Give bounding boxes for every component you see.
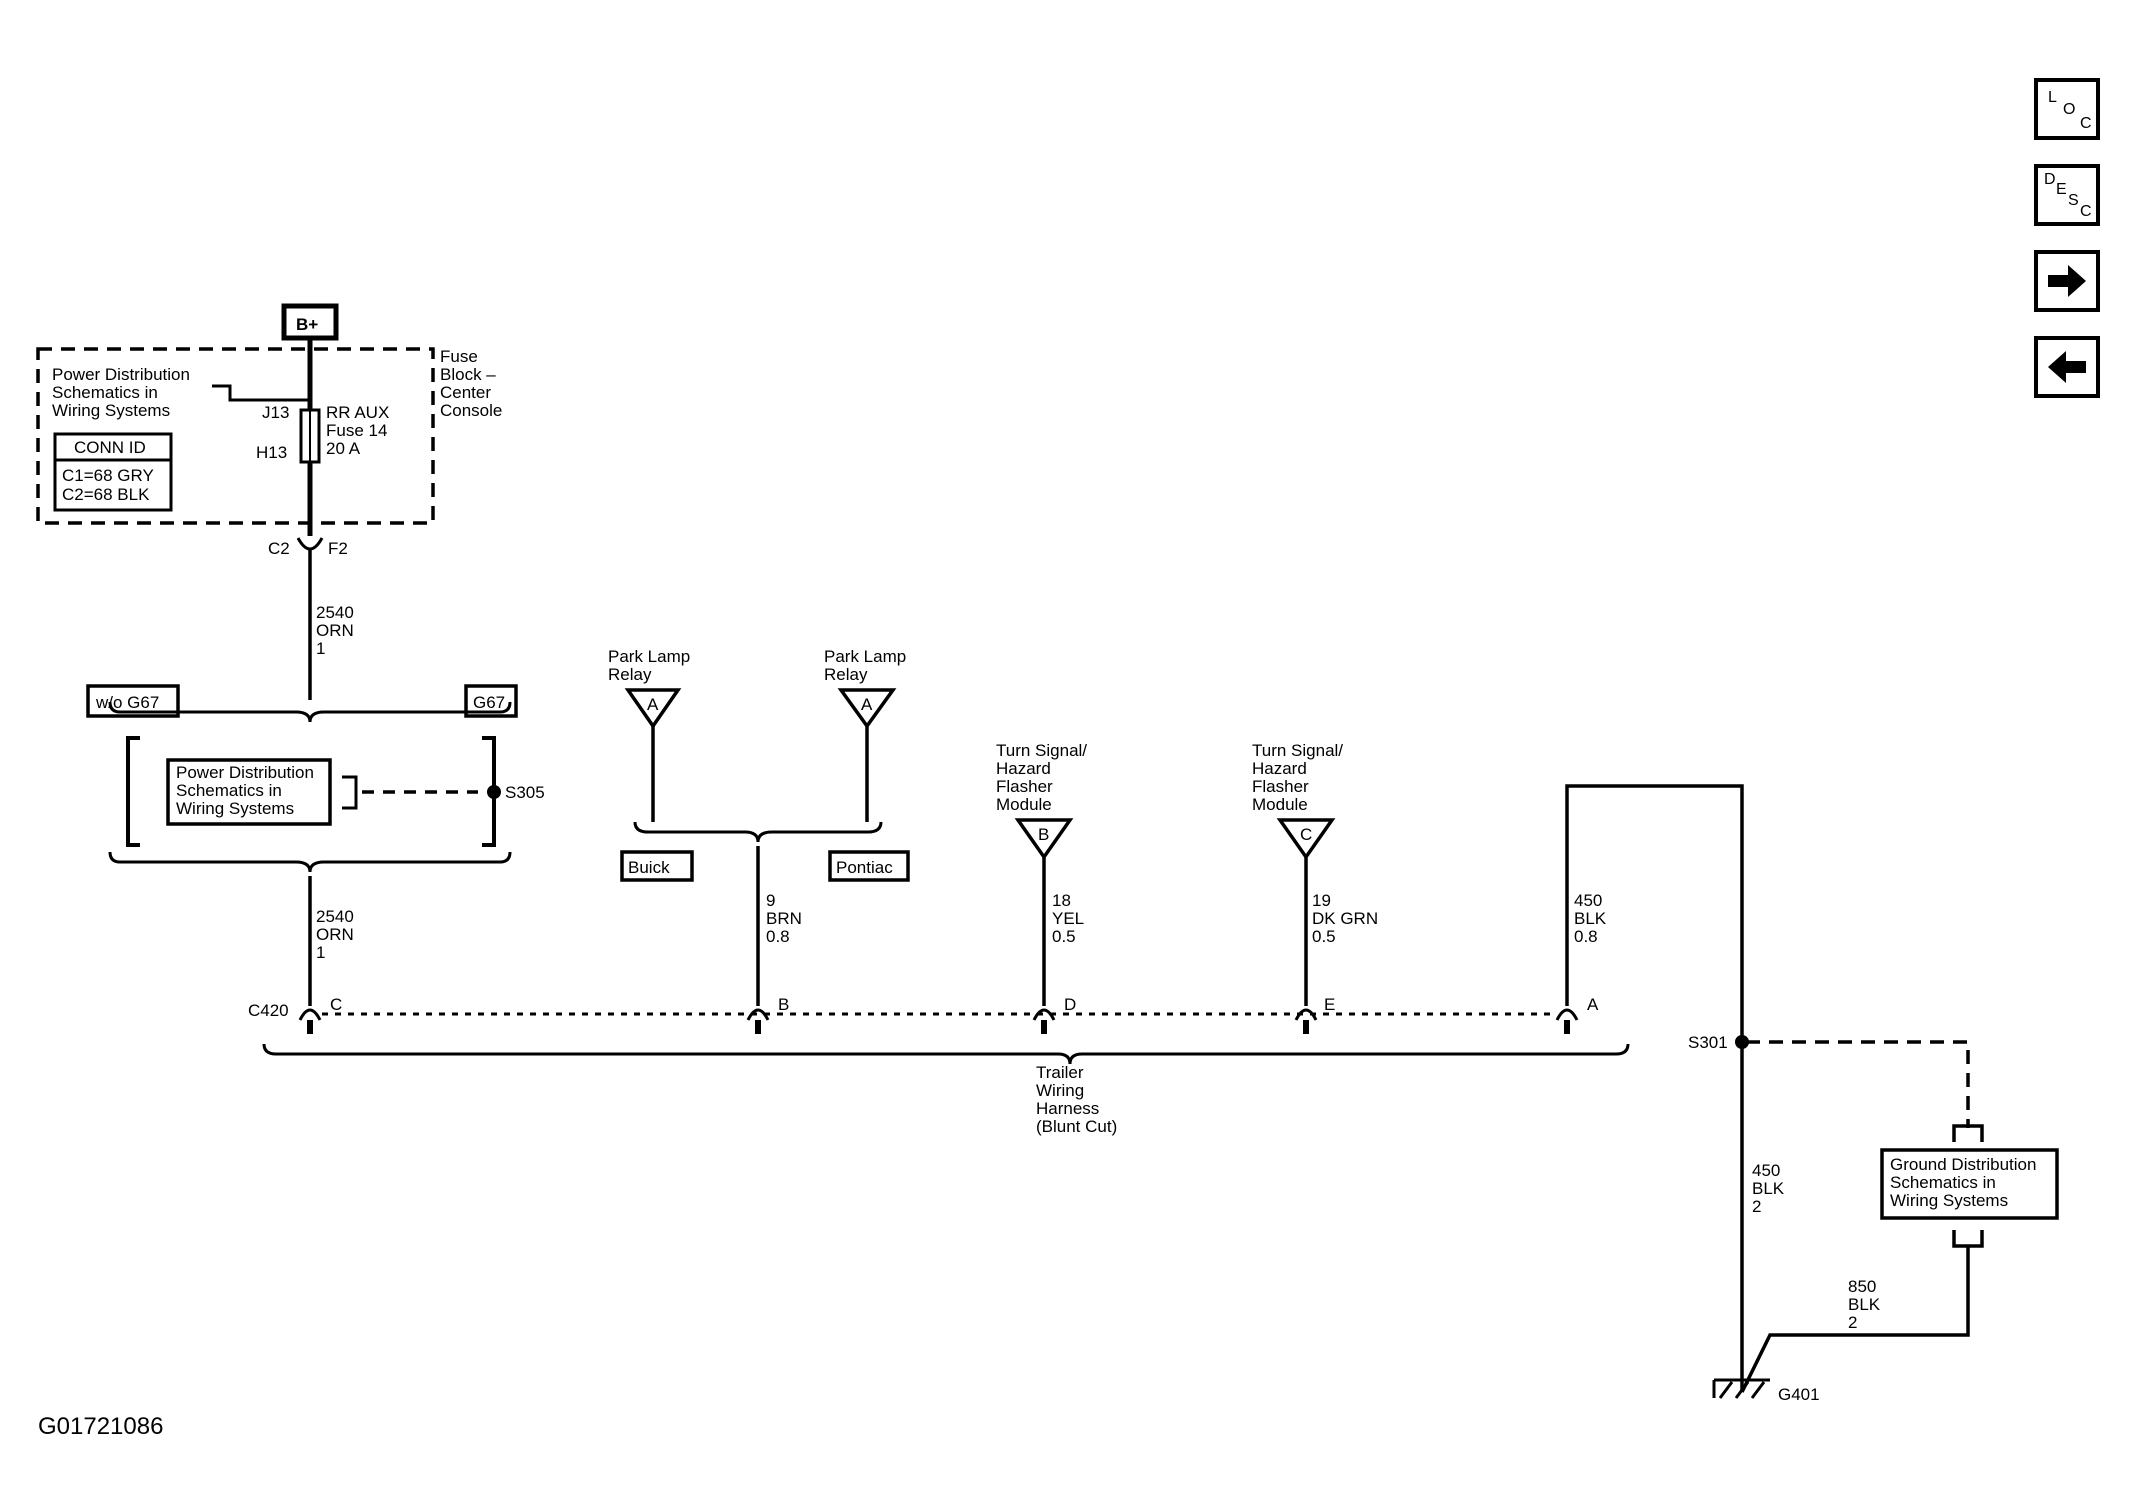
park-relay-left-name: Park Lamp Relay [608, 647, 695, 684]
wire-b-label: 9 BRN 0.8 [766, 891, 807, 946]
ground-symbol [1712, 1378, 1770, 1399]
connector-c2-pin: F2 [328, 539, 348, 558]
loc-letter-c: C [2080, 115, 2092, 132]
option-buick-label: Buick [628, 858, 670, 877]
prev-button[interactable] [2034, 336, 2100, 398]
harness-brace [262, 1043, 1630, 1065]
arrow-right-icon [2048, 265, 2086, 297]
option-bracket-top [108, 701, 512, 723]
power-source-label: B+ [296, 315, 318, 334]
fuse-pin-top: J13 [262, 403, 289, 422]
splice-s301-dot [1735, 1035, 1749, 1049]
harness-label: Trailer Wiring Harness (Blunt Cut) [1036, 1063, 1117, 1136]
ground-ref: Ground Distribution Schematics in Wiring… [1890, 1155, 2041, 1210]
turn-right-pin: C [1300, 825, 1312, 844]
wire-ground2-label: 850 BLK 2 [1848, 1277, 1885, 1332]
fuse-block-name: Fuse Block – Center Console [440, 347, 502, 420]
connector-c2-symbol [296, 537, 324, 551]
arrow-left-icon [2048, 351, 2086, 383]
fuse-label: RR AUX Fuse 14 20 A [326, 403, 394, 458]
c420-pin-e: E [1324, 995, 1335, 1014]
turn-right-name: Turn Signal/ Hazard Flasher Module [1252, 741, 1348, 814]
option-bracket-bottom [108, 851, 512, 873]
splice-s305-dot [487, 785, 501, 799]
loc-button[interactable]: L O C [2034, 78, 2100, 140]
connector-c420-pins [298, 1008, 1579, 1021]
park-relay-right-symbol [837, 688, 897, 729]
fuse-block-outline [36, 347, 435, 525]
park-relay-right-name: Park Lamp Relay [824, 647, 911, 684]
option-right-label: G67 [473, 693, 505, 712]
ground-dist-ref-box [1880, 1148, 2059, 1220]
connector-c420-name: C420 [248, 1001, 289, 1020]
wire-e-label: 19 DK GRN 0.5 [1312, 891, 1383, 946]
fuse-pin-bottom: H13 [256, 443, 287, 462]
ground-g401-label: G401 [1778, 1385, 1820, 1404]
splice-s301-label: S301 [1688, 1033, 1728, 1052]
c420-pin-a: A [1587, 995, 1599, 1014]
turn-signal-right-symbol [1276, 818, 1336, 861]
loc-letter-o: O [2063, 101, 2076, 118]
conn-id-list: C1=68 GRY C2=68 BLK [62, 466, 158, 504]
c420-pin-b: B [778, 995, 789, 1014]
desc-letter-d: D [2044, 171, 2056, 188]
wire-a-label: 450 BLK 0.8 [1574, 891, 1611, 946]
conn-id-box [53, 432, 173, 512]
wire-ground-label: 450 BLK 2 [1752, 1161, 1789, 1216]
loc-letter-l: L [2048, 89, 2057, 106]
park-relay-left-pin: A [647, 695, 659, 714]
desc-letter-s: S [2068, 192, 2079, 209]
desc-letter-e: E [2056, 181, 2067, 198]
park-relay-left-symbol [624, 688, 682, 730]
splice-s305-label: S305 [505, 783, 545, 802]
fuse-block-ref: Power Distribution Schematics in Wiring … [52, 365, 195, 420]
desc-button[interactable]: D E S C [2034, 164, 2100, 226]
power-dist-ref-box [166, 758, 332, 826]
wire-lower-label: 2540 ORN 1 [316, 907, 359, 962]
desc-letter-c: C [2080, 203, 2092, 220]
park-relay-right-pin: A [861, 695, 873, 714]
c420-pin-c: C [330, 995, 342, 1014]
wire-d-label: 18 YEL 0.5 [1052, 891, 1088, 946]
turn-signal-left-symbol [1014, 818, 1074, 861]
turn-left-name: Turn Signal/ Hazard Flasher Module [996, 741, 1092, 814]
option-pontiac-label: Pontiac [836, 858, 893, 877]
c420-pin-d: D [1064, 995, 1076, 1014]
turn-left-pin: B [1038, 825, 1049, 844]
conn-id-title: CONN ID [74, 438, 146, 457]
figure-id: G01721086 [38, 1413, 164, 1440]
option-left-label: w/o G67 [95, 693, 159, 712]
splice-mid-ref: Power Distribution Schematics in Wiring … [176, 763, 319, 818]
wire-upper-label: 2540 ORN 1 [316, 603, 359, 658]
connector-c2-name: C2 [268, 539, 290, 558]
next-button[interactable] [2034, 250, 2100, 312]
